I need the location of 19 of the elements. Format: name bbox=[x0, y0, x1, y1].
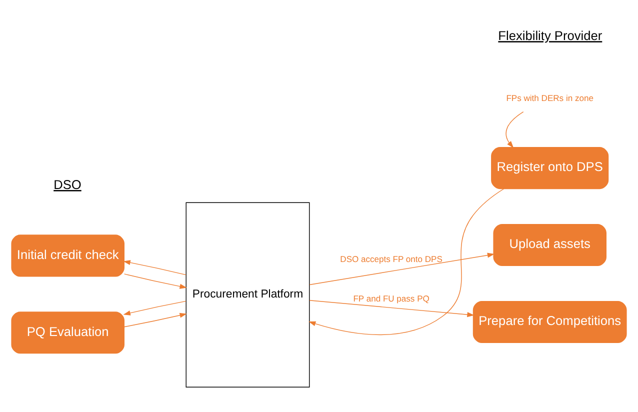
arrow bbox=[506, 111, 524, 148]
arrow bbox=[123, 300, 186, 316]
node-box: Procurement Platform bbox=[186, 202, 310, 388]
label: Flexibility Provider bbox=[498, 28, 602, 44]
node-box: Upload assets bbox=[493, 224, 606, 266]
arrow bbox=[124, 274, 187, 289]
edge-label: DSO accepts FP onto DPS bbox=[340, 254, 442, 264]
node-text: FPs with DERs in zone bbox=[506, 93, 594, 104]
arrow bbox=[309, 252, 495, 286]
node-box: Initial credit check bbox=[11, 234, 124, 277]
arrow bbox=[124, 312, 187, 328]
arrow bbox=[123, 260, 186, 276]
label: DSO bbox=[54, 177, 82, 192]
node-box: Register onto DPS bbox=[491, 147, 609, 190]
node-box: Prepare for Competitions bbox=[472, 300, 627, 343]
edge-label: FP and FU pass PQ bbox=[353, 294, 430, 304]
node-box: PQ Evaluation bbox=[11, 312, 124, 354]
arrow bbox=[308, 188, 504, 336]
arrow bbox=[309, 300, 474, 318]
